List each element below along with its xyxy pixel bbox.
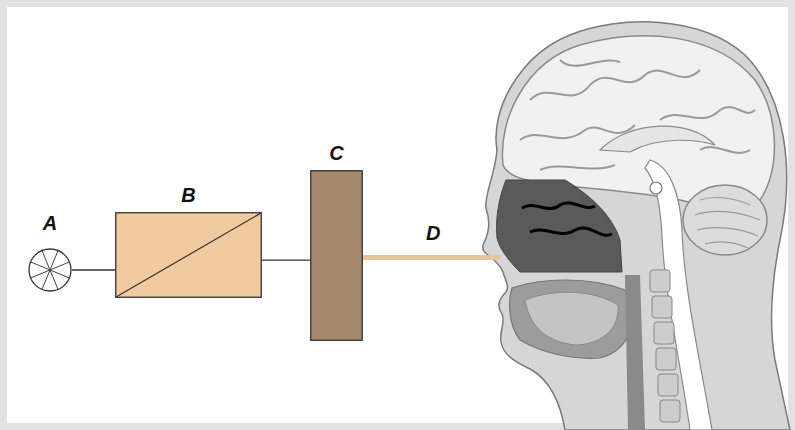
fan-symbol: A <box>28 248 72 292</box>
part-letter: A <box>43 212 57 234</box>
wire <box>72 270 115 271</box>
part-letter: D <box>426 222 440 244</box>
label-holder: D <box>426 223 440 244</box>
wire <box>262 260 310 261</box>
converter-box-outline <box>115 212 262 298</box>
label-holder: C <box>310 143 363 164</box>
label-holder: A <box>28 213 72 234</box>
fan-symbol-outline <box>28 248 72 292</box>
converter-box: B <box>115 212 262 298</box>
part-letter: C <box>329 142 343 164</box>
chamber-box: C <box>310 170 363 341</box>
chamber-box-outline <box>310 170 363 341</box>
label-holder: B <box>115 185 262 206</box>
part-letter: B <box>181 184 195 206</box>
